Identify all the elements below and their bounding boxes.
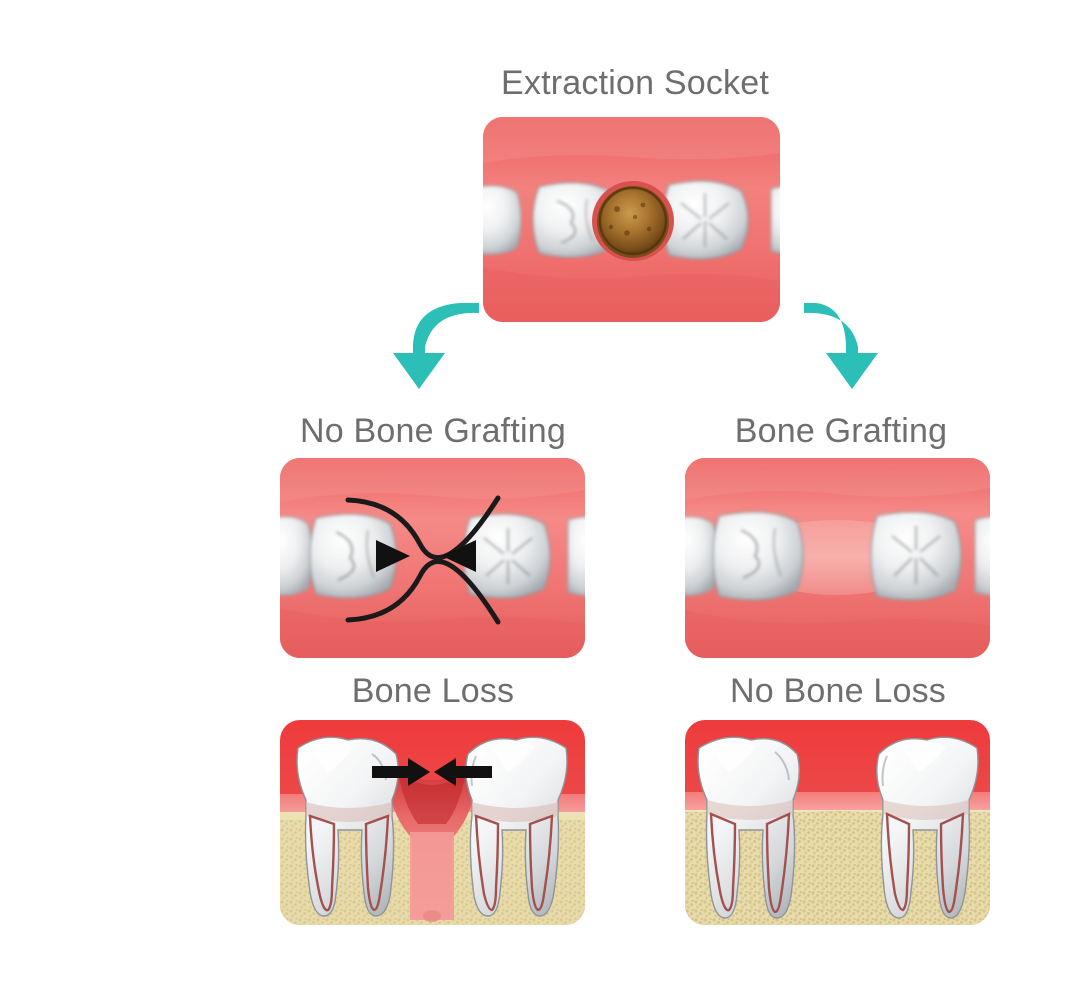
tooth-right-cross-section [465, 736, 568, 917]
panel-bone-grafting [685, 458, 990, 658]
arrowhead-left-glyph [376, 540, 410, 572]
panel-bone-loss [280, 720, 585, 925]
tooth-right-cross-section [876, 736, 979, 919]
arrow-right-glyph [434, 758, 492, 786]
tooth-left-cross-section [697, 736, 800, 919]
label-no-bone-loss: No Bone Loss [730, 672, 946, 710]
grafted-bone-crest [789, 811, 885, 840]
arrow-left-branch [383, 303, 493, 395]
label-bone-loss: Bone Loss [351, 672, 515, 710]
panel-extraction-socket [483, 117, 780, 322]
label-extraction-socket: Extraction Socket [501, 64, 769, 102]
arrow-left-glyph [372, 758, 430, 786]
tooth-left-cross-section [296, 736, 399, 917]
label-no-bone-grafting: No Bone Grafting [300, 412, 566, 450]
panel-no-bone-grafting [280, 458, 585, 658]
arrowhead-right-glyph [442, 540, 476, 572]
healed-ridge [785, 520, 889, 595]
panel-no-bone-loss [685, 720, 990, 925]
label-bone-grafting: Bone Grafting [734, 412, 948, 450]
arrow-right-branch [790, 303, 900, 395]
